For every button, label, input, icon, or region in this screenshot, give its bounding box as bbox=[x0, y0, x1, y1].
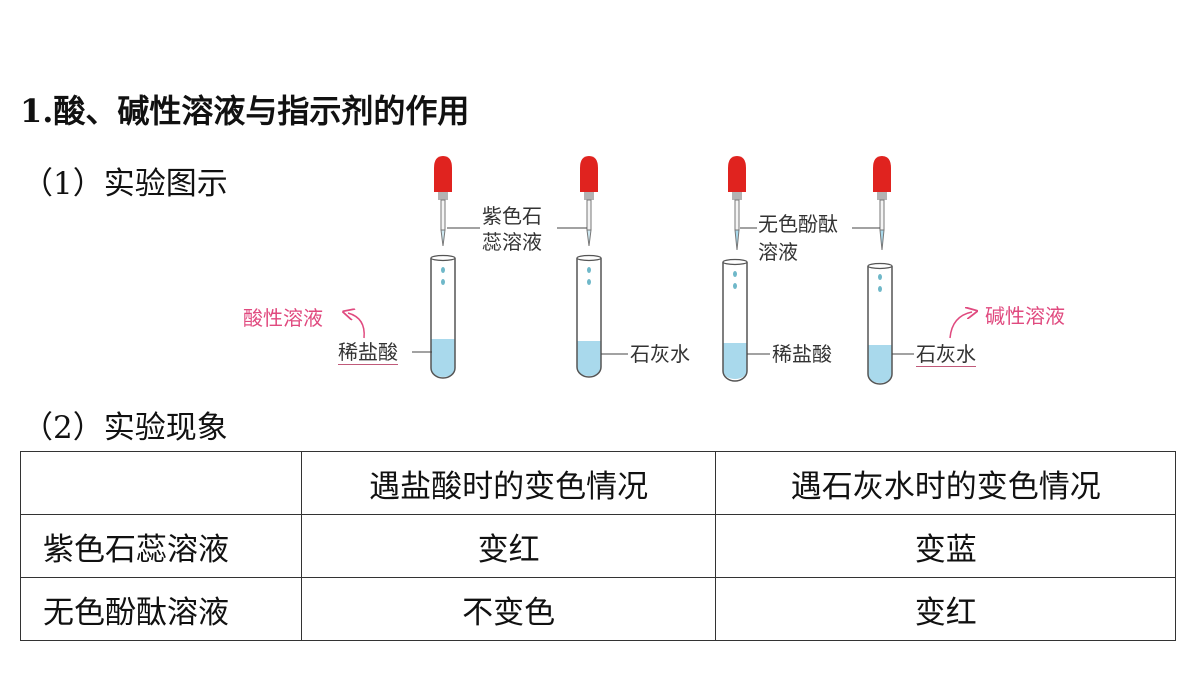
table-header-cell: 遇石灰水时的变色情况 bbox=[715, 451, 1176, 515]
row-indicator-name: 无色酚酞溶液 bbox=[20, 577, 302, 641]
table-header-row: 遇盐酸时的变色情况 遇石灰水时的变色情况 bbox=[20, 451, 1176, 515]
dropper-2 bbox=[580, 156, 598, 247]
page-title: 1.酸、碱性溶液与指示剂的作用 bbox=[20, 92, 470, 130]
base-result-cell: 变蓝 bbox=[715, 514, 1176, 578]
tube-label-2: 石灰水 bbox=[630, 342, 690, 366]
section-title-phenomena: （2）实验现象 bbox=[22, 410, 228, 446]
dropper-label-phenolphthalein-line2: 溶液 bbox=[758, 240, 798, 264]
dropper-3 bbox=[728, 156, 746, 251]
tube-label-4: 石灰水 bbox=[916, 342, 976, 367]
dropper-label-litmus-line1: 紫色石 bbox=[482, 204, 542, 228]
acid-solution-note: 酸性溶液 bbox=[243, 306, 323, 330]
results-table: 遇盐酸时的变色情况 遇石灰水时的变色情况 紫色石蕊溶液 变红 变蓝 无色酚酞溶液… bbox=[20, 451, 1176, 641]
test-tube-2 bbox=[576, 254, 602, 378]
base-solution-note: 碱性溶液 bbox=[985, 304, 1065, 328]
test-tube-4 bbox=[867, 262, 893, 385]
dropper-label-litmus-line2: 蕊溶液 bbox=[482, 230, 542, 254]
test-tube-1 bbox=[430, 254, 456, 379]
table-header-cell bbox=[20, 451, 302, 515]
experiment-figure bbox=[0, 156, 1200, 385]
row-indicator-name: 紫色石蕊溶液 bbox=[20, 514, 302, 578]
dropper-4 bbox=[873, 156, 891, 251]
base-result-cell: 变红 bbox=[715, 577, 1176, 641]
tube-label-3: 稀盐酸 bbox=[772, 342, 832, 366]
acid-result-cell: 不变色 bbox=[300, 577, 717, 641]
tube-label-1: 稀盐酸 bbox=[338, 340, 398, 365]
section-title-diagram: （1）实验图示 bbox=[22, 166, 228, 202]
test-tube-3 bbox=[722, 258, 748, 382]
table-header-cell: 遇盐酸时的变色情况 bbox=[300, 451, 717, 515]
dropper-label-phenolphthalein-line1: 无色酚酞 bbox=[758, 212, 838, 236]
table-row: 紫色石蕊溶液 变红 变蓝 bbox=[20, 514, 1176, 578]
table-row: 无色酚酞溶液 不变色 变红 bbox=[20, 577, 1176, 641]
dropper-1 bbox=[434, 156, 452, 247]
acid-result-cell: 变红 bbox=[300, 514, 717, 578]
